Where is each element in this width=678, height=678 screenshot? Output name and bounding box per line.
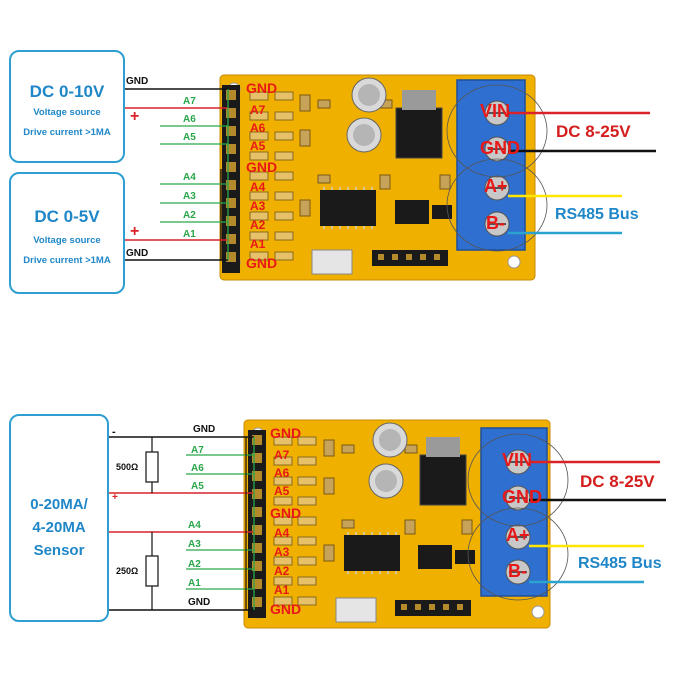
bottom-input-a4: A4 bbox=[188, 520, 201, 531]
bottom-plus-label: + bbox=[112, 492, 118, 503]
bottom-board bbox=[243, 419, 569, 629]
top-header-label: A6 bbox=[250, 121, 266, 135]
top-gnd-label: GND bbox=[126, 76, 149, 87]
top-input-a4: A4 bbox=[183, 172, 196, 183]
top-input-a3: A3 bbox=[183, 191, 196, 202]
top-header-label: GND bbox=[246, 80, 278, 96]
bottom-header-label: GND bbox=[270, 601, 302, 617]
top-header-label: GND bbox=[246, 255, 278, 271]
source-10v-line2: Drive current >1MA bbox=[23, 127, 111, 138]
top-plus-label: + bbox=[130, 108, 140, 125]
bottom-input-a3: A3 bbox=[188, 539, 201, 550]
top-board-mount-hole bbox=[507, 255, 521, 269]
top-header-label: A3 bbox=[250, 199, 266, 213]
source-box-5v: DC 0-5V Voltage source Drive current >1M… bbox=[9, 172, 125, 294]
top-rs485-chip bbox=[395, 200, 429, 224]
bottom-input-a5: A5 bbox=[191, 481, 204, 492]
top-bus-label: RS485 Bus bbox=[555, 206, 639, 223]
top-gnd-label-bottom: GND bbox=[126, 248, 149, 259]
bottom-header-label: A4 bbox=[274, 526, 290, 540]
top-header-label: A4 bbox=[250, 180, 266, 194]
sensor-line3: Sensor bbox=[33, 542, 85, 559]
bottom-gnd-label: GND bbox=[193, 424, 216, 435]
top-header-label: A7 bbox=[250, 103, 266, 117]
sensor-box: 0-20MA/ 4-20MA Sensor bbox=[9, 414, 109, 622]
top-terminal-a: A+ bbox=[484, 176, 508, 196]
top-input-a5: A5 bbox=[183, 132, 196, 143]
bottom-input-a6: A6 bbox=[191, 463, 204, 474]
top-wires bbox=[124, 88, 656, 261]
top-header-label: GND bbox=[246, 159, 278, 175]
top-board bbox=[219, 74, 548, 281]
top-small-chip bbox=[432, 205, 452, 219]
top-input-a2: A2 bbox=[183, 210, 196, 221]
source-5v-line2: Drive current >1MA bbox=[23, 255, 111, 266]
top-header-label: A2 bbox=[250, 218, 266, 232]
source-10v-title: DC 0-10V bbox=[29, 82, 105, 101]
top-header-label: A5 bbox=[250, 139, 266, 153]
bottom-bus-label: RS485 Bus bbox=[578, 555, 662, 572]
top-terminal-b: B- bbox=[486, 213, 505, 233]
bottom-header-label: A7 bbox=[274, 448, 290, 462]
bottom-terminal-b: B- bbox=[508, 561, 527, 581]
top-input-a1: A1 bbox=[183, 229, 196, 240]
top-resistor-array bbox=[249, 91, 294, 261]
bottom-header-label: A2 bbox=[274, 564, 290, 578]
bottom-input-a2: A2 bbox=[188, 559, 201, 570]
sensor-line2: 4-20MA bbox=[32, 519, 86, 536]
top-regulator bbox=[395, 107, 443, 159]
top-terminal-vin: VIN bbox=[480, 101, 511, 121]
resistor-500-label: 500Ω bbox=[116, 462, 139, 472]
resistor-250-label: 250Ω bbox=[116, 566, 139, 576]
top-power-label: DC 8-25V bbox=[556, 122, 631, 141]
bottom-gnd-label-bottom: GND bbox=[188, 597, 211, 608]
bottom-wires bbox=[108, 436, 666, 611]
top-plus-label-5v: + bbox=[130, 223, 140, 240]
top-input-a6: A6 bbox=[183, 114, 196, 125]
bottom-power-label: DC 8-25V bbox=[580, 472, 655, 491]
sensor-line1: 0-20MA/ bbox=[30, 496, 88, 513]
bottom-input-a7: A7 bbox=[191, 445, 204, 456]
source-box-10v: DC 0-10V Voltage source Drive current >1… bbox=[9, 50, 125, 163]
resistor-500 bbox=[145, 451, 159, 483]
source-5v-line1: Voltage source bbox=[33, 235, 101, 246]
top-header-label: A1 bbox=[250, 237, 266, 251]
top-input-a7: A7 bbox=[183, 96, 196, 107]
source-5v-title: DC 0-5V bbox=[34, 207, 100, 226]
top-header-pins bbox=[226, 90, 236, 262]
bottom-terminal-gnd: GND bbox=[502, 487, 542, 507]
top-small-parts bbox=[299, 94, 451, 217]
top-jumper-header bbox=[311, 249, 353, 275]
bottom-terminal-vin: VIN bbox=[502, 450, 533, 470]
bottom-input-a1: A1 bbox=[188, 578, 201, 589]
bottom-header-label: A3 bbox=[274, 545, 290, 559]
top-main-chip bbox=[320, 190, 376, 226]
bottom-header-label: GND bbox=[270, 425, 302, 441]
bottom-header-label: A6 bbox=[274, 466, 290, 480]
top-terminal-gnd: GND bbox=[480, 138, 520, 158]
bottom-header-label: GND bbox=[270, 505, 302, 521]
resistor-250 bbox=[145, 555, 159, 587]
bottom-header-label: A1 bbox=[274, 583, 290, 597]
bottom-header-label: A5 bbox=[274, 484, 290, 498]
bottom-minus-label: - bbox=[112, 426, 116, 438]
bottom-terminal-a: A+ bbox=[506, 525, 530, 545]
source-10v-line1: Voltage source bbox=[33, 107, 101, 118]
